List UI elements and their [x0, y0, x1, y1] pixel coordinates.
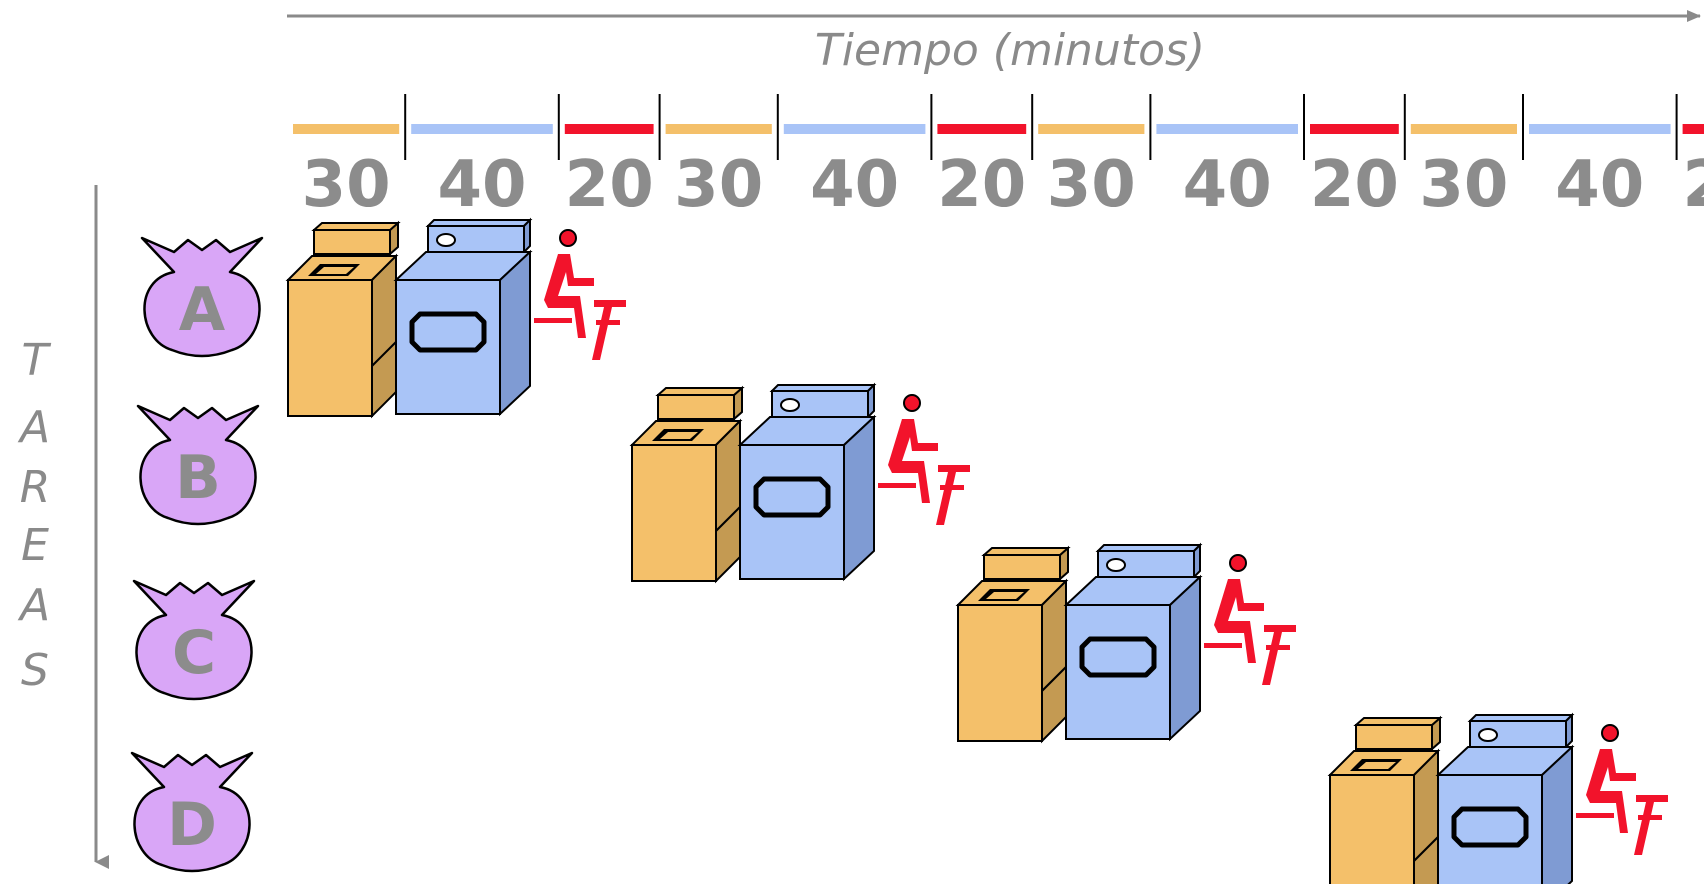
dryer-icon [1063, 542, 1203, 742]
time-axis-title: Tiempo (minutos) [815, 25, 1205, 76]
laundry-bag-icon: D [130, 751, 254, 873]
washer-icon [285, 220, 401, 419]
duration-label: 30 [1419, 148, 1508, 222]
tareas-letter: A [17, 580, 50, 631]
laundry-bag-icon: B [136, 404, 260, 526]
timeline-segment: 40 [1156, 94, 1305, 222]
dryer-icon [737, 382, 877, 582]
fold-stage-bar [564, 124, 654, 134]
duration-label: 30 [302, 148, 391, 222]
duration-label: 40 [1183, 148, 1272, 222]
duration-label: 20 [1310, 148, 1399, 222]
tareas-letter: T [22, 335, 52, 386]
fold-stage-bar [1682, 124, 1704, 134]
task-row: C [132, 542, 1296, 744]
tareas-letter: R [20, 462, 51, 513]
timeline-segment: 20 [937, 94, 1034, 222]
laundry-bag-icon: A [140, 236, 264, 358]
timeline-segment: 40 [411, 94, 560, 222]
duration-label: 30 [674, 148, 763, 222]
timeline-segment: 30 [293, 94, 407, 222]
task-label: C [172, 618, 216, 688]
dryer-icon [393, 217, 533, 417]
wash-stage-bar [1038, 124, 1145, 134]
task-label: B [175, 443, 221, 513]
washer-icon [629, 385, 745, 584]
dry-stage-bar [1156, 124, 1298, 134]
washer-icon [1327, 715, 1443, 884]
timeline-segment: 30 [665, 94, 779, 222]
task-label: A [179, 275, 226, 345]
task-row: A [140, 217, 626, 419]
wash-stage-bar [665, 124, 772, 134]
timeline-segment: 20 [1682, 124, 1704, 222]
duration-label: 30 [1047, 148, 1136, 222]
timeline-segment: 20 [1310, 94, 1406, 222]
duration-label: 20 [1682, 148, 1704, 222]
dry-stage-bar [1529, 124, 1671, 134]
timeline: 30 40 20 30 40 20 30 40 20 30 40 20 [293, 94, 1704, 222]
folding-person-icon [534, 229, 626, 360]
timeline-segment: 30 [1038, 94, 1152, 222]
fold-stage-bar [937, 124, 1027, 134]
task-row: D [130, 712, 1668, 884]
timeline-segment: 40 [1529, 94, 1678, 222]
wash-stage-bar [1410, 124, 1517, 134]
duration-label: 40 [1555, 148, 1644, 222]
tasks: A B C D [130, 217, 1668, 884]
tareas-letter: E [21, 520, 49, 571]
timeline-segment: 20 [564, 94, 661, 222]
duration-label: 40 [810, 148, 899, 222]
task-label: D [167, 790, 217, 860]
task-row: B [136, 382, 970, 584]
tasks-axis-title: T A R E A S [17, 335, 52, 696]
folding-person-icon [878, 394, 970, 525]
fold-stage-bar [1310, 124, 1399, 134]
laundry-bag-icon: C [132, 579, 256, 701]
wash-stage-bar [293, 124, 400, 134]
dry-stage-bar [411, 124, 553, 134]
tareas-letter: S [21, 645, 49, 696]
folding-person-icon [1576, 724, 1668, 855]
folding-person-icon [1204, 554, 1296, 685]
washer-icon [955, 545, 1071, 744]
duration-label: 20 [937, 148, 1026, 222]
duration-label: 20 [565, 148, 654, 222]
dry-stage-bar [783, 124, 926, 134]
tareas-letter: A [17, 402, 50, 453]
timeline-segment: 30 [1410, 94, 1524, 222]
timeline-segment: 40 [783, 94, 933, 222]
dryer-icon [1435, 712, 1575, 884]
duration-label: 40 [437, 148, 526, 222]
